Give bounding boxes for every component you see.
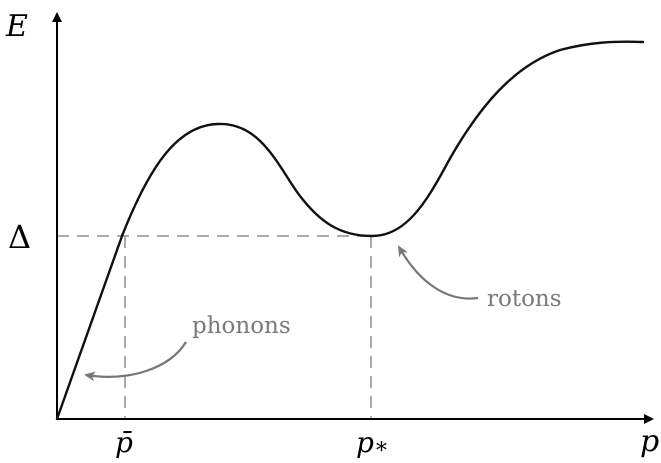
p-star-label: p* (356, 426, 387, 463)
phonons-label: phonons (192, 313, 291, 339)
rotons-arrow (398, 245, 479, 300)
rotons-label: rotons (487, 286, 562, 312)
p-star-base: p (356, 426, 374, 459)
y-axis-label: E (5, 9, 28, 44)
p-star-subscript: * (376, 439, 387, 463)
phonons-arrow (84, 341, 187, 382)
p-bar-label: p̄ (115, 426, 133, 459)
x-axis-label: p (640, 424, 659, 459)
delta-label: Δ (8, 218, 31, 256)
dispersion-curve (55, 40, 645, 421)
